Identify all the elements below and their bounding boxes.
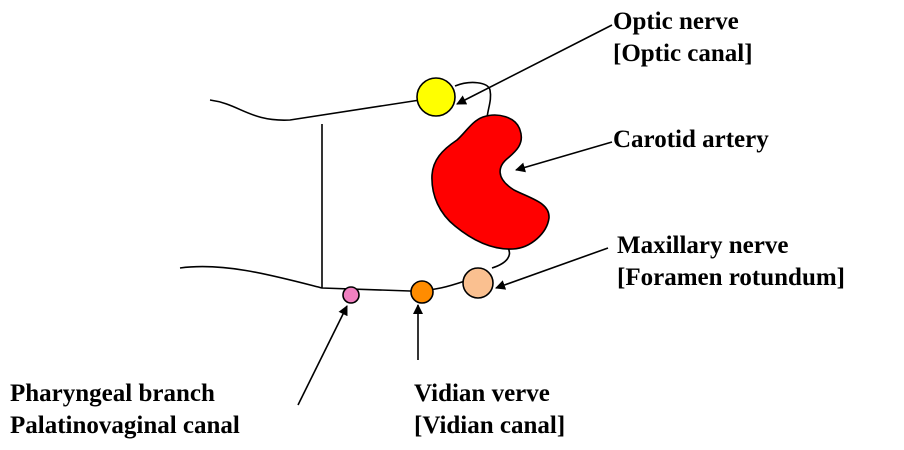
maxillary-nerve-label-line2: [Foramen rotundum]	[617, 264, 846, 291]
optic-nerve-circle	[416, 77, 456, 117]
carotid-artery-shape	[431, 114, 550, 250]
optic-nerve-label-line2: [Optic canal]	[613, 40, 753, 67]
pharyngeal-branch-label: Pharyngeal branch Palatinovaginal canal	[10, 378, 240, 442]
optic-nerve-arrow	[456, 24, 613, 105]
optic-nerve-label-line1: Optic nerve	[613, 8, 739, 35]
carotid-artery-label: Carotid artery	[613, 124, 769, 156]
maxillary-nerve-label-line1: Maxillary nerve	[617, 232, 789, 259]
pharyngeal-branch-label-line2: Palatinovaginal canal	[10, 412, 240, 439]
maxillary-nerve-arrow	[495, 247, 609, 290]
pharyngeal-branch-circle	[342, 286, 360, 304]
sinus-floor-line	[179, 265, 466, 292]
optic-canal-hook	[454, 81, 492, 119]
vidian-nerve-label-line1: Vidian verve	[414, 380, 550, 407]
sinus-roof-line	[209, 99, 421, 121]
vidian-nerve-label: Vidian verve [Vidian canal]	[414, 378, 565, 442]
carotid-to-maxillary-line	[491, 247, 511, 269]
optic-nerve-label: Optic nerve [Optic canal]	[613, 6, 753, 70]
vidian-nerve-circle	[410, 280, 434, 304]
carotid-artery-arrow	[515, 141, 613, 173]
carotid-artery-label-line1: Carotid artery	[613, 126, 769, 153]
maxillary-nerve-circle	[462, 267, 494, 299]
pharyngeal-branch-arrow	[297, 305, 348, 406]
maxillary-nerve-label: Maxillary nerve [Foramen rotundum]	[617, 230, 845, 294]
pharyngeal-branch-label-line1: Pharyngeal branch	[10, 380, 215, 407]
vidian-nerve-label-line2: [Vidian canal]	[414, 412, 566, 439]
